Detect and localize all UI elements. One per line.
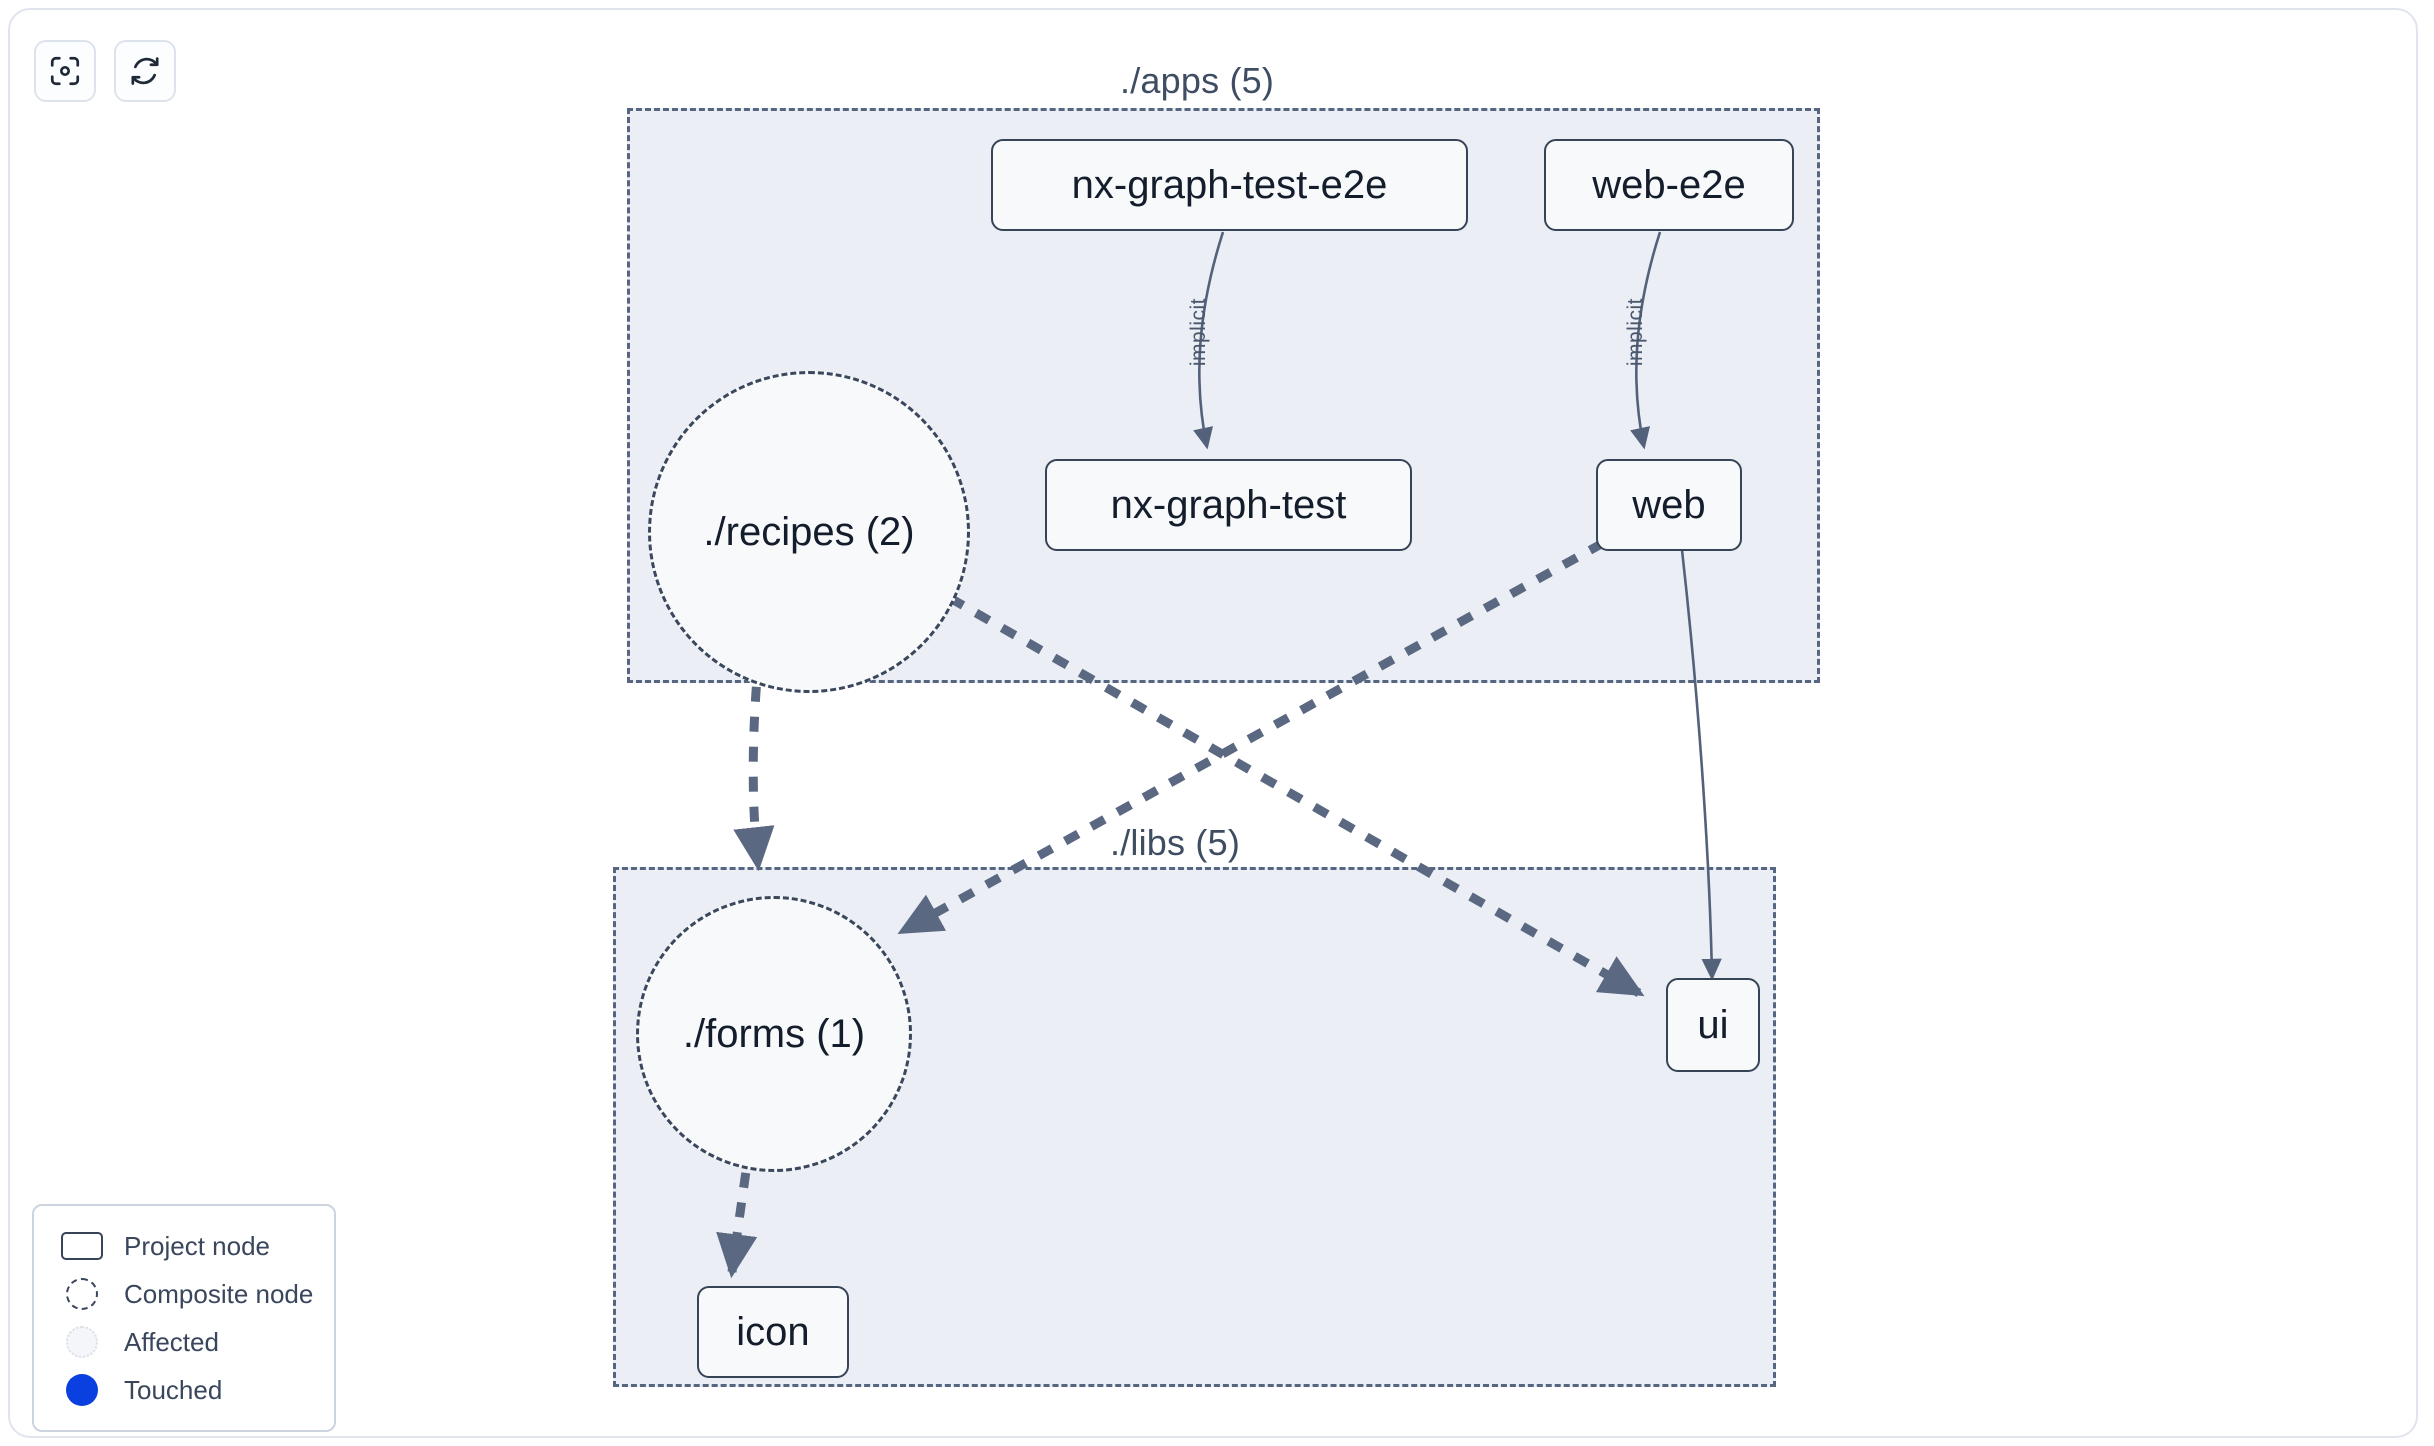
- touched-swatch: [58, 1374, 106, 1406]
- legend-label-project-node: Project node: [124, 1230, 270, 1261]
- affected-swatch: [58, 1326, 106, 1358]
- refresh-icon: [128, 54, 162, 88]
- node-web-e2e[interactable]: web-e2e: [1544, 139, 1794, 231]
- group-label-libs: ./libs (5): [1100, 822, 1251, 864]
- legend-label-affected: Affected: [124, 1326, 219, 1357]
- graph-frame: ./apps (5) ./libs (5): [8, 8, 2418, 1438]
- edge-label-implicit-2: implicit: [1624, 298, 1647, 367]
- project-node-swatch: [58, 1232, 106, 1260]
- node-icon[interactable]: icon: [697, 1286, 849, 1378]
- composite-node-swatch: [58, 1278, 106, 1310]
- node-nx-graph-test-e2e[interactable]: nx-graph-test-e2e: [991, 139, 1468, 231]
- graph-legend: Project node Composite node Affected Tou…: [32, 1204, 336, 1432]
- legend-item-project-node: Project node: [58, 1222, 316, 1270]
- legend-item-affected: Affected: [58, 1318, 316, 1366]
- node-forms[interactable]: ./forms (1): [636, 896, 912, 1172]
- node-nx-graph-test[interactable]: nx-graph-test: [1045, 459, 1412, 551]
- legend-label-composite-node: Composite node: [124, 1278, 314, 1309]
- legend-item-touched: Touched: [58, 1366, 316, 1414]
- graph-toolbar: [34, 40, 176, 102]
- legend-item-composite-node: Composite node: [58, 1270, 316, 1318]
- focus-graph-button[interactable]: [34, 40, 96, 102]
- group-label-apps: ./apps (5): [1110, 60, 1285, 102]
- node-recipes[interactable]: ./recipes (2): [648, 371, 970, 693]
- node-ui[interactable]: ui: [1666, 978, 1760, 1072]
- legend-label-touched: Touched: [124, 1374, 223, 1405]
- node-web[interactable]: web: [1596, 459, 1742, 551]
- graph-canvas[interactable]: ./apps (5) ./libs (5): [10, 10, 2416, 1436]
- focus-target-icon: [48, 54, 82, 88]
- refresh-graph-button[interactable]: [114, 40, 176, 102]
- edge-label-implicit-1: implicit: [1187, 298, 1210, 367]
